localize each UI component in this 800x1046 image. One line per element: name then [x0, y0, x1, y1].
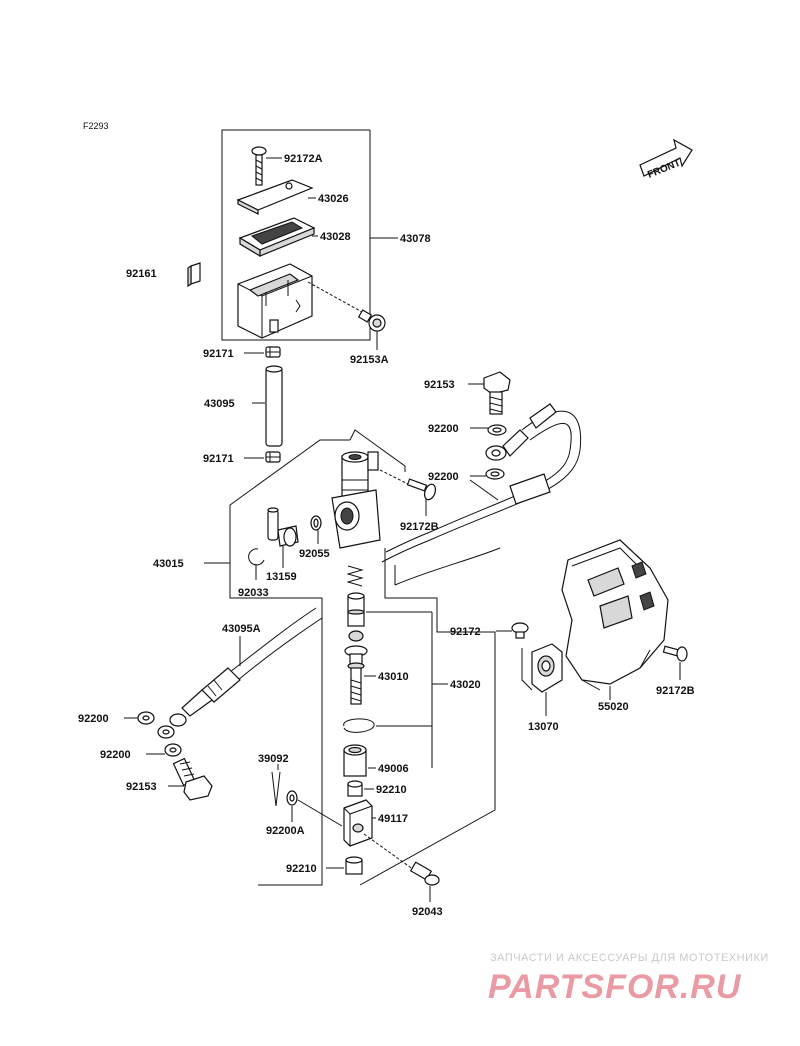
washer-92200-b-icon: [470, 468, 505, 480]
pushrod-43010-icon: [344, 645, 376, 705]
label-49006: 49006: [378, 763, 409, 775]
screw-92172B-top-icon: [379, 469, 437, 516]
label-39092: 39092: [258, 753, 289, 765]
pin-92043-icon: [363, 833, 440, 902]
label-55020: 55020: [598, 701, 629, 713]
label-92172A: 92172A: [284, 153, 323, 165]
leader-43020: [366, 611, 448, 768]
label-92172B-bottom: 92172B: [656, 685, 695, 697]
reservoir-box-frame: [221, 129, 398, 341]
diaphragm-43028-icon: [238, 217, 318, 258]
label-43020: 43020: [450, 679, 481, 691]
hose-guide-13070-icon: [521, 643, 563, 716]
label-49117: 49117: [378, 813, 408, 825]
boot-49006-icon: [343, 744, 376, 777]
bolt-92153A-icon: [307, 281, 386, 350]
screw-92172A-icon: [251, 146, 282, 186]
reservoir-body-icon: [237, 263, 313, 339]
banjo-bolt-92153-bottom-icon: [168, 757, 213, 801]
hose-clamp-92171-bottom-icon: [244, 451, 281, 463]
piston-icon: [347, 592, 365, 642]
watermark-brand: PARTSFOR.RU: [488, 968, 742, 1006]
oring-92055-icon: [310, 515, 322, 544]
label-92171-bottom: 92171: [203, 453, 234, 465]
clip-92161-icon: [187, 262, 201, 288]
label-92210-b: 92210: [286, 863, 317, 875]
washer-92200-c-icon: [124, 711, 155, 725]
reservoir-cover-43026-icon: [236, 179, 316, 215]
label-43010: 43010: [378, 671, 409, 683]
label-92055: 92055: [299, 548, 330, 560]
label-92172B-top: 92172B: [400, 521, 439, 533]
label-13070: 13070: [528, 721, 559, 733]
leader-92200-b: [469, 479, 499, 501]
banjo-fitting-top-icon: [485, 429, 529, 461]
label-92043: 92043: [412, 906, 443, 918]
label-92171-top: 92171: [203, 348, 234, 360]
circlip-icon: [343, 718, 432, 733]
brake-hose-43095A-icon: [157, 607, 323, 739]
label-92200-a: 92200: [428, 423, 459, 435]
label-92200-b: 92200: [428, 471, 459, 483]
label-43095A: 43095A: [222, 623, 261, 635]
label-92172: 92172: [450, 626, 481, 638]
label-92153-bottom: 92153: [126, 781, 157, 793]
nut-92210-b-icon: [326, 856, 363, 875]
master-cylinder-frame: [204, 429, 496, 886]
washer-92200-a-icon: [470, 424, 507, 436]
screw-92172-icon: [496, 622, 529, 639]
reservoir-hose-43095-icon: [252, 365, 283, 447]
label-92200-d: 92200: [100, 749, 131, 761]
watermark-tagline: ЗАПЧАСТИ И АКСЕССУАРЫ ДЛЯ МОТОТЕХНИКИ: [490, 952, 769, 964]
master-cylinder-body-icon: [331, 451, 381, 549]
spring-icon: [346, 565, 364, 587]
label-92200-c: 92200: [78, 713, 109, 725]
banjo-bolt-92153-top-icon: [468, 371, 511, 415]
circlip-92033-icon: [248, 548, 265, 580]
washer-92200A-icon: [286, 790, 343, 827]
label-43028: 43028: [320, 231, 351, 243]
screw-92172B-bottom-icon: [662, 645, 688, 680]
diagram-code: F2293: [83, 121, 109, 131]
label-43026: 43026: [318, 193, 349, 205]
label-92153A: 92153A: [350, 354, 389, 366]
clevis-49117-icon: [343, 799, 376, 847]
front-arrow-icon: FRONT: [639, 138, 693, 181]
label-13159: 13159: [266, 571, 297, 583]
guard-55020-icon: [561, 539, 669, 700]
label-92210-a: 92210: [376, 784, 407, 796]
label-92033: 92033: [238, 587, 269, 599]
label-92200A: 92200A: [266, 825, 305, 837]
brake-hose-upper-icon: [381, 403, 582, 586]
hose-fitting-13159-icon: [267, 507, 299, 568]
hose-clamp-92171-top-icon: [244, 346, 281, 358]
label-92161: 92161: [126, 268, 157, 280]
label-43078: 43078: [400, 233, 431, 245]
label-92153-top: 92153: [424, 379, 455, 391]
washer-92200-d-icon: [146, 743, 182, 757]
cotter-pin-39092-icon: [271, 764, 281, 807]
nut-92210-a-icon: [347, 780, 374, 797]
label-43095: 43095: [204, 398, 235, 410]
label-43015: 43015: [153, 558, 184, 570]
